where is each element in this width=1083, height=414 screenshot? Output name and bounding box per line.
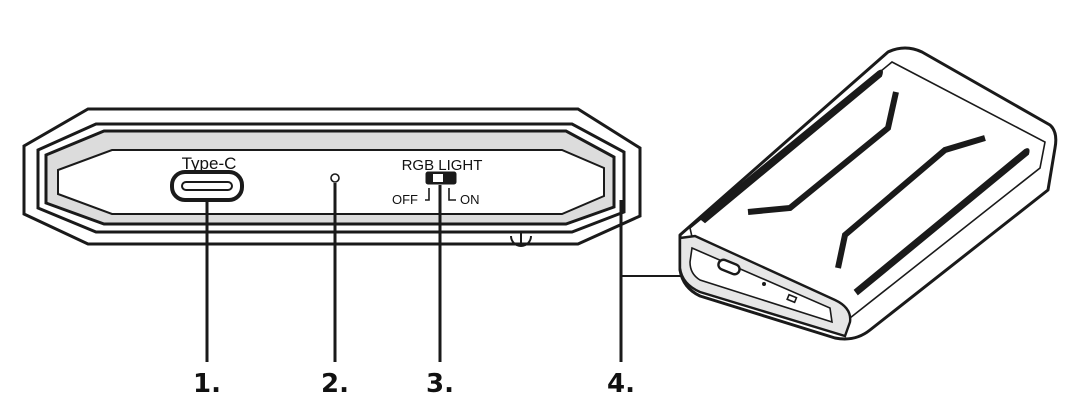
enclosure-accent-1 <box>747 91 899 215</box>
front-panel-inner-frame <box>36 122 626 234</box>
type-c-label: Type-C <box>182 154 237 173</box>
callout-number-4: 4. <box>607 369 635 399</box>
callout-number-1: 1. <box>193 369 221 399</box>
switch-off-label: OFF <box>392 192 418 207</box>
enclosure-type-c-port <box>717 258 741 276</box>
callout-number-2: 2. <box>321 369 349 399</box>
enclosure-accent-2 <box>835 135 986 269</box>
switch-on-leader <box>448 188 456 201</box>
front-panel-face <box>57 149 605 215</box>
enclosure-groove-side <box>853 148 1030 296</box>
rgb-light-label: RGB LIGHT <box>402 157 483 174</box>
switch-off-leader <box>425 188 430 201</box>
callout-numbers: 1. 2. 3. 4. <box>193 369 635 399</box>
switch-on-label: ON <box>460 192 480 207</box>
enclosure-switch <box>786 293 798 304</box>
front-panel-outer-frame <box>22 107 642 246</box>
enclosure-isometric <box>678 46 1058 341</box>
rgb-switch-knob <box>433 174 443 182</box>
type-c-port-slot <box>181 181 233 191</box>
callout-number-3: 3. <box>426 369 454 399</box>
enclosure-body <box>678 46 1058 341</box>
enclosure-groove-top <box>698 69 883 224</box>
front-panel-foot <box>510 235 532 247</box>
led-indicator <box>330 173 340 183</box>
enclosure-led <box>762 282 766 286</box>
front-panel: Type-C RGB LIGHT OFF ON <box>22 107 642 247</box>
